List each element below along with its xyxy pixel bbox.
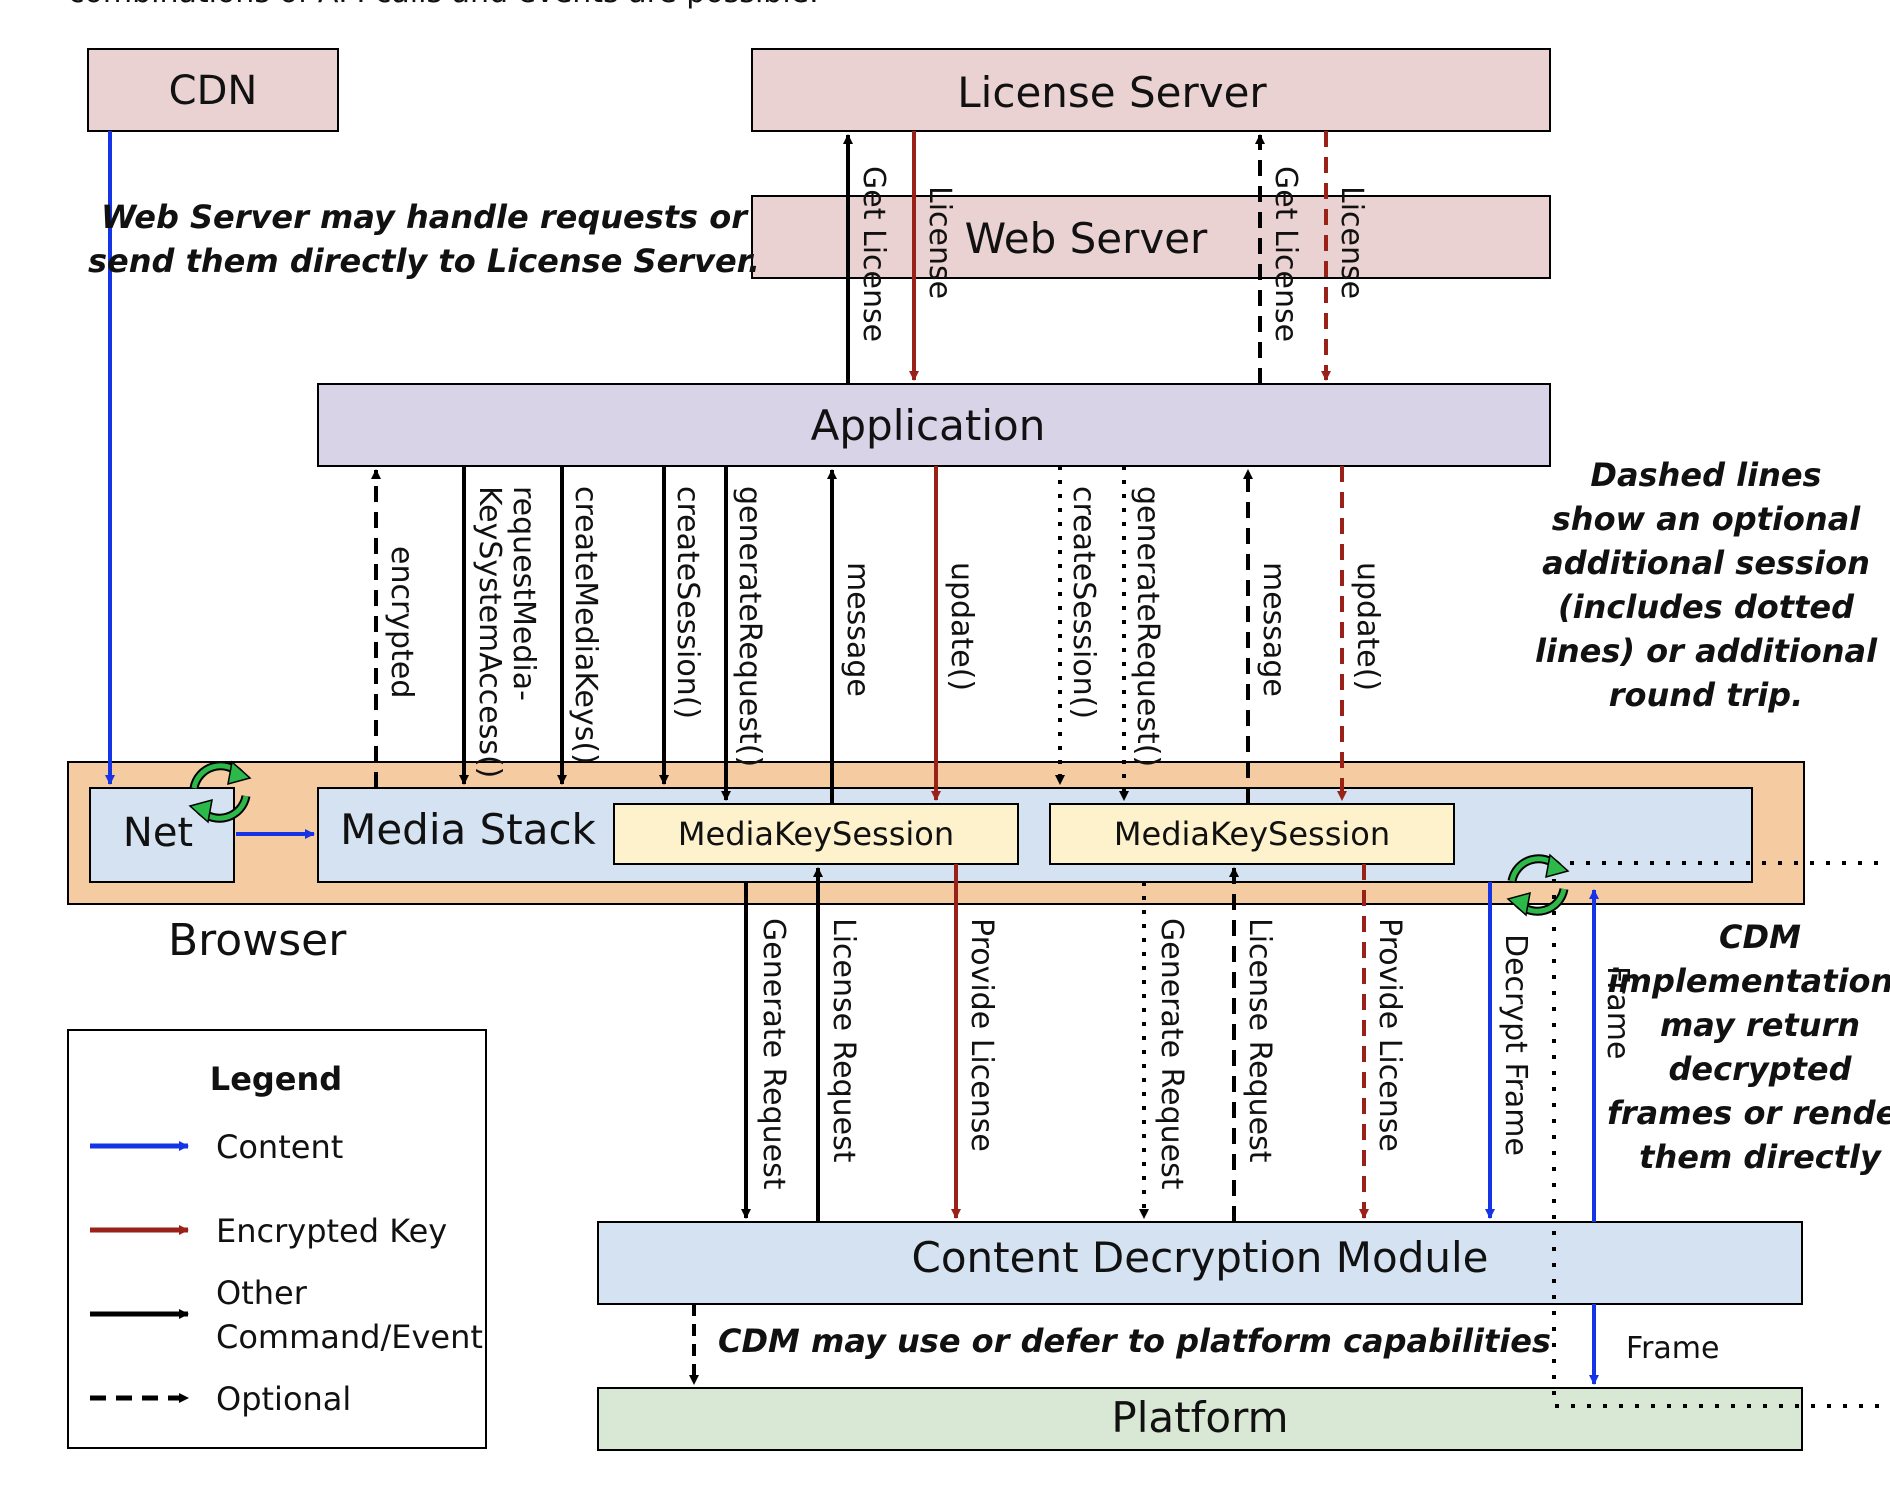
license-server-box: License Server — [751, 48, 1551, 132]
cdn-label: CDN — [169, 68, 258, 114]
decrypt-frame-label: Decrypt Frame — [1498, 934, 1533, 1156]
update-2-label: update() — [1350, 562, 1385, 691]
cdm-note-line: frames or render — [1607, 1094, 1890, 1132]
web-server-note-line: Web Server may handle requests or — [101, 198, 749, 236]
dashed-lines-note: Dashed lines show an optional additional… — [1535, 456, 1878, 714]
net-box: Net — [89, 787, 235, 883]
cdm-render-cycle-icon — [1506, 853, 1570, 917]
generate-request-1-label: generateRequest() — [732, 486, 767, 767]
legend-optional-label: Optional — [216, 1380, 351, 1418]
request-access-label-line1: requestMedia- — [506, 486, 541, 701]
dashed-note-line: (includes dotted — [1558, 588, 1855, 626]
frame-down-label: Frame — [1626, 1331, 1719, 1366]
message-2-label: message — [1256, 562, 1291, 697]
browser-label: Browser — [168, 915, 347, 966]
license-1-label: License — [922, 186, 957, 299]
license-2-label: License — [1334, 186, 1369, 299]
legend-other-label-line2: Command/Event — [216, 1318, 483, 1356]
web-server-label: Web Server — [965, 214, 1208, 263]
media-stack-label: Media Stack — [340, 805, 596, 854]
platform-note: CDM may use or defer to platform capabil… — [718, 1322, 1551, 1360]
top-caption: combinations of API calls and events are… — [68, 0, 819, 10]
cdm-note-line: them directly — [1639, 1138, 1882, 1176]
cdm-note-line: CDM — [1719, 918, 1801, 956]
media-key-session-1-box: MediaKeySession — [613, 803, 1019, 865]
platform-box: Platform — [597, 1387, 1803, 1451]
generate-request-2-label: generateRequest() — [1130, 486, 1165, 767]
cdm-note-line: implementations — [1608, 962, 1890, 1000]
generate-request-cdm-1-label: Generate Request — [756, 918, 791, 1190]
dashed-note-line: Dashed lines — [1590, 456, 1821, 494]
dashed-note-line: lines) or additional — [1535, 632, 1878, 670]
create-session-1-label: createSession() — [670, 486, 705, 719]
generate-request-cdm-2-label: Generate Request — [1154, 918, 1189, 1190]
dashed-note-line: additional session — [1542, 544, 1870, 582]
get-license-1-label: Get License — [856, 166, 891, 342]
application-box: Application — [317, 383, 1551, 467]
cdm-label: Content Decryption Module — [912, 1233, 1489, 1282]
message-1-label: message — [840, 562, 875, 697]
legend-encrypted-key-label: Encrypted Key — [216, 1212, 447, 1250]
legend-title: Legend — [210, 1060, 342, 1098]
media-stack-box: Media Stack — [317, 787, 1753, 883]
cdm-box: Content Decryption Module — [597, 1221, 1803, 1305]
media-key-session-2-label: MediaKeySession — [1114, 815, 1390, 853]
cdn-box: CDN — [87, 48, 339, 132]
encrypted-label: encrypted — [384, 546, 419, 698]
create-media-keys-label: createMediaKeys() — [568, 486, 603, 765]
provide-license-1-label: Provide License — [964, 918, 999, 1152]
get-license-2-label: Get License — [1268, 166, 1303, 342]
cdm-note-line: decrypted — [1668, 1050, 1852, 1088]
legend-content-label: Content — [216, 1128, 343, 1166]
application-label: Application — [811, 401, 1046, 450]
legend-other-label-line1: Other — [216, 1274, 308, 1312]
legend: Legend Content Encrypted Key Other Comma… — [67, 1029, 487, 1449]
net-label: Net — [123, 810, 193, 856]
cdm-implementations-note: CDM implementations may return decrypted… — [1607, 918, 1890, 1176]
dashed-note-line: show an optional — [1552, 500, 1862, 538]
media-key-session-2-box: MediaKeySession — [1049, 803, 1455, 865]
update-1-label: update() — [944, 562, 979, 691]
request-access-label-line2: KeySystemAccess() — [472, 486, 507, 778]
media-key-session-1-label: MediaKeySession — [678, 815, 954, 853]
provide-license-2-label: Provide License — [1372, 918, 1407, 1152]
create-session-2-label: createSession() — [1066, 486, 1101, 719]
web-server-note: Web Server may handle requests or send t… — [88, 198, 760, 280]
license-request-1-label: License Request — [826, 918, 861, 1163]
cdm-note-line: may return — [1660, 1006, 1860, 1044]
license-server-label: License Server — [957, 68, 1267, 117]
web-server-box: Web Server — [751, 195, 1551, 279]
dashed-note-line: round trip. — [1609, 676, 1803, 714]
web-server-note-line: send them directly to License Server. — [88, 242, 760, 280]
platform-label: Platform — [1111, 1393, 1288, 1442]
license-request-2-label: License Request — [1242, 918, 1277, 1163]
net-cycle-icon — [188, 760, 252, 824]
frame-up-label: Frame — [1600, 966, 1635, 1059]
